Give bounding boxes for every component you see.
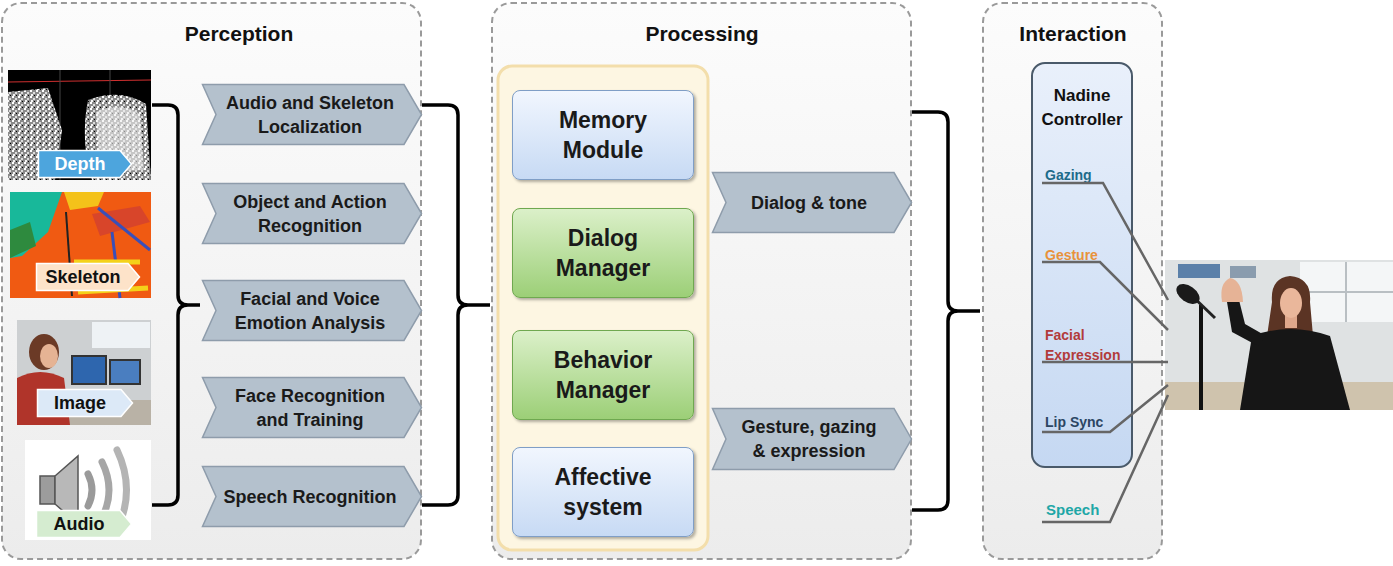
panel-fill: [983, 3, 1162, 559]
input-label: Audio: [54, 512, 105, 536]
skeleton-region: [10, 222, 36, 258]
panel-fill: [492, 3, 911, 559]
output-channel: Speech: [1046, 501, 1099, 518]
module-box: Dialog Manager: [512, 208, 694, 298]
module-arrow: Gesture, gazing & expression: [712, 408, 912, 470]
skeleton-region: [64, 192, 104, 210]
module-arrow: Face Recognition and Training: [202, 377, 422, 438]
input-label: Depth: [55, 152, 106, 176]
input-tag: Skeleton: [36, 263, 140, 291]
module-box: Behavior Manager: [512, 330, 694, 420]
input-label: Image: [54, 391, 106, 415]
image-monitor: [72, 356, 106, 384]
audio-tile: [25, 440, 151, 540]
panel-group: PerceptionDepthSkeletonImageAudio Audio a…: [1, 2, 422, 560]
arrow-outline: [203, 467, 422, 527]
panel-group: ProcessingMemory ModuleDialog ManagerBeh…: [491, 2, 912, 560]
module-container: [498, 66, 708, 550]
bracket: [422, 105, 490, 505]
mic-stand: [1199, 305, 1203, 410]
output-channel: Lip Sync: [1045, 412, 1135, 432]
module-label: Gesture, gazing & expression: [734, 415, 884, 463]
leader-line: [1042, 395, 1168, 522]
module-label: Object and Action Recognition: [220, 190, 400, 238]
bracket: [912, 112, 980, 510]
image-window: [92, 322, 150, 348]
module-label: Face Recognition and Training: [220, 384, 400, 432]
leader-line: [1042, 385, 1168, 432]
panel-heading: Processing: [602, 22, 802, 46]
arrow-outline: [713, 409, 912, 470]
robot-hair: [1267, 276, 1313, 336]
tag-outline: [37, 511, 132, 538]
module-arrow: Facial and Voice Emotion Analysis: [202, 280, 422, 341]
module-name: Dialog Manager: [539, 223, 667, 283]
arrow-outline: [203, 85, 422, 145]
input-label: Skeleton: [45, 265, 120, 289]
module-arrow: Speech Recognition: [202, 466, 422, 527]
image-monitor: [110, 360, 140, 384]
image-tile: [17, 320, 151, 425]
photo-shelf: [1178, 264, 1220, 278]
tag-outline: [37, 264, 140, 291]
panel-fill: [2, 3, 421, 559]
output-channel: Gesture: [1045, 245, 1135, 265]
module-name: Affective system: [539, 462, 667, 522]
panel-group: InteractionNadine ControllerGazingGestur…: [982, 2, 1163, 560]
module-arrow: Object and Action Recognition: [202, 183, 422, 244]
module-box: Memory Module: [512, 90, 694, 180]
controller-box: Nadine ControllerGazingGestureFacial Exp…: [1031, 62, 1133, 468]
arrow-outline: [203, 378, 422, 438]
skeleton-region: [10, 192, 62, 258]
module-label: Dialog & tone: [751, 191, 867, 215]
module-name: Behavior Manager: [539, 345, 667, 405]
tag-outline: [39, 151, 132, 178]
module-arrow: Dialog & tone: [712, 172, 912, 233]
arrow-outline: [203, 184, 422, 244]
module-label: Speech Recognition: [223, 485, 396, 509]
output-channel: Gazing: [1045, 165, 1135, 185]
leader-line: [1042, 183, 1168, 300]
image-face: [40, 344, 58, 368]
depth-scanline: [8, 80, 151, 82]
input-tag: Audio: [36, 510, 132, 538]
image-hair: [29, 334, 59, 370]
sound-wave: [102, 462, 109, 518]
robot-photo: [1165, 260, 1393, 410]
microphone: [1173, 280, 1203, 308]
module-box: Affective system: [512, 447, 694, 537]
skeleton-bone: [98, 208, 150, 250]
bracket: [152, 105, 200, 505]
robot-arm: [1227, 300, 1266, 346]
module-arrow: Audio and Skeleton Localization: [202, 84, 422, 145]
input-tag: Depth: [38, 150, 132, 178]
tag-outline: [38, 390, 133, 417]
robot-face: [1280, 288, 1302, 318]
module-label: Audio and Skeleton Localization: [220, 91, 400, 139]
controller-title: Nadine Controller: [1033, 84, 1131, 132]
module-name: Memory Module: [539, 105, 667, 165]
speaker-body: [40, 476, 55, 504]
photo-window: [1300, 262, 1393, 322]
panel-heading: Interaction: [973, 22, 1173, 46]
input-tag: Image: [37, 389, 133, 417]
depth-tile: [8, 70, 151, 180]
leader-line: [1042, 361, 1168, 364]
sound-wave: [88, 474, 92, 506]
photo-shelf: [1230, 266, 1256, 278]
photo-window-frame: [1300, 291, 1393, 293]
panel-heading: Perception: [139, 22, 339, 46]
arrow-outline: [203, 281, 422, 341]
leader-line: [1042, 262, 1168, 330]
module-label: Facial and Voice Emotion Analysis: [220, 287, 400, 335]
robot-hand: [1221, 278, 1243, 302]
skeleton-tile: [10, 192, 151, 298]
output-channel: Facial Expression: [1045, 325, 1145, 365]
arrow-outline: [713, 173, 912, 233]
